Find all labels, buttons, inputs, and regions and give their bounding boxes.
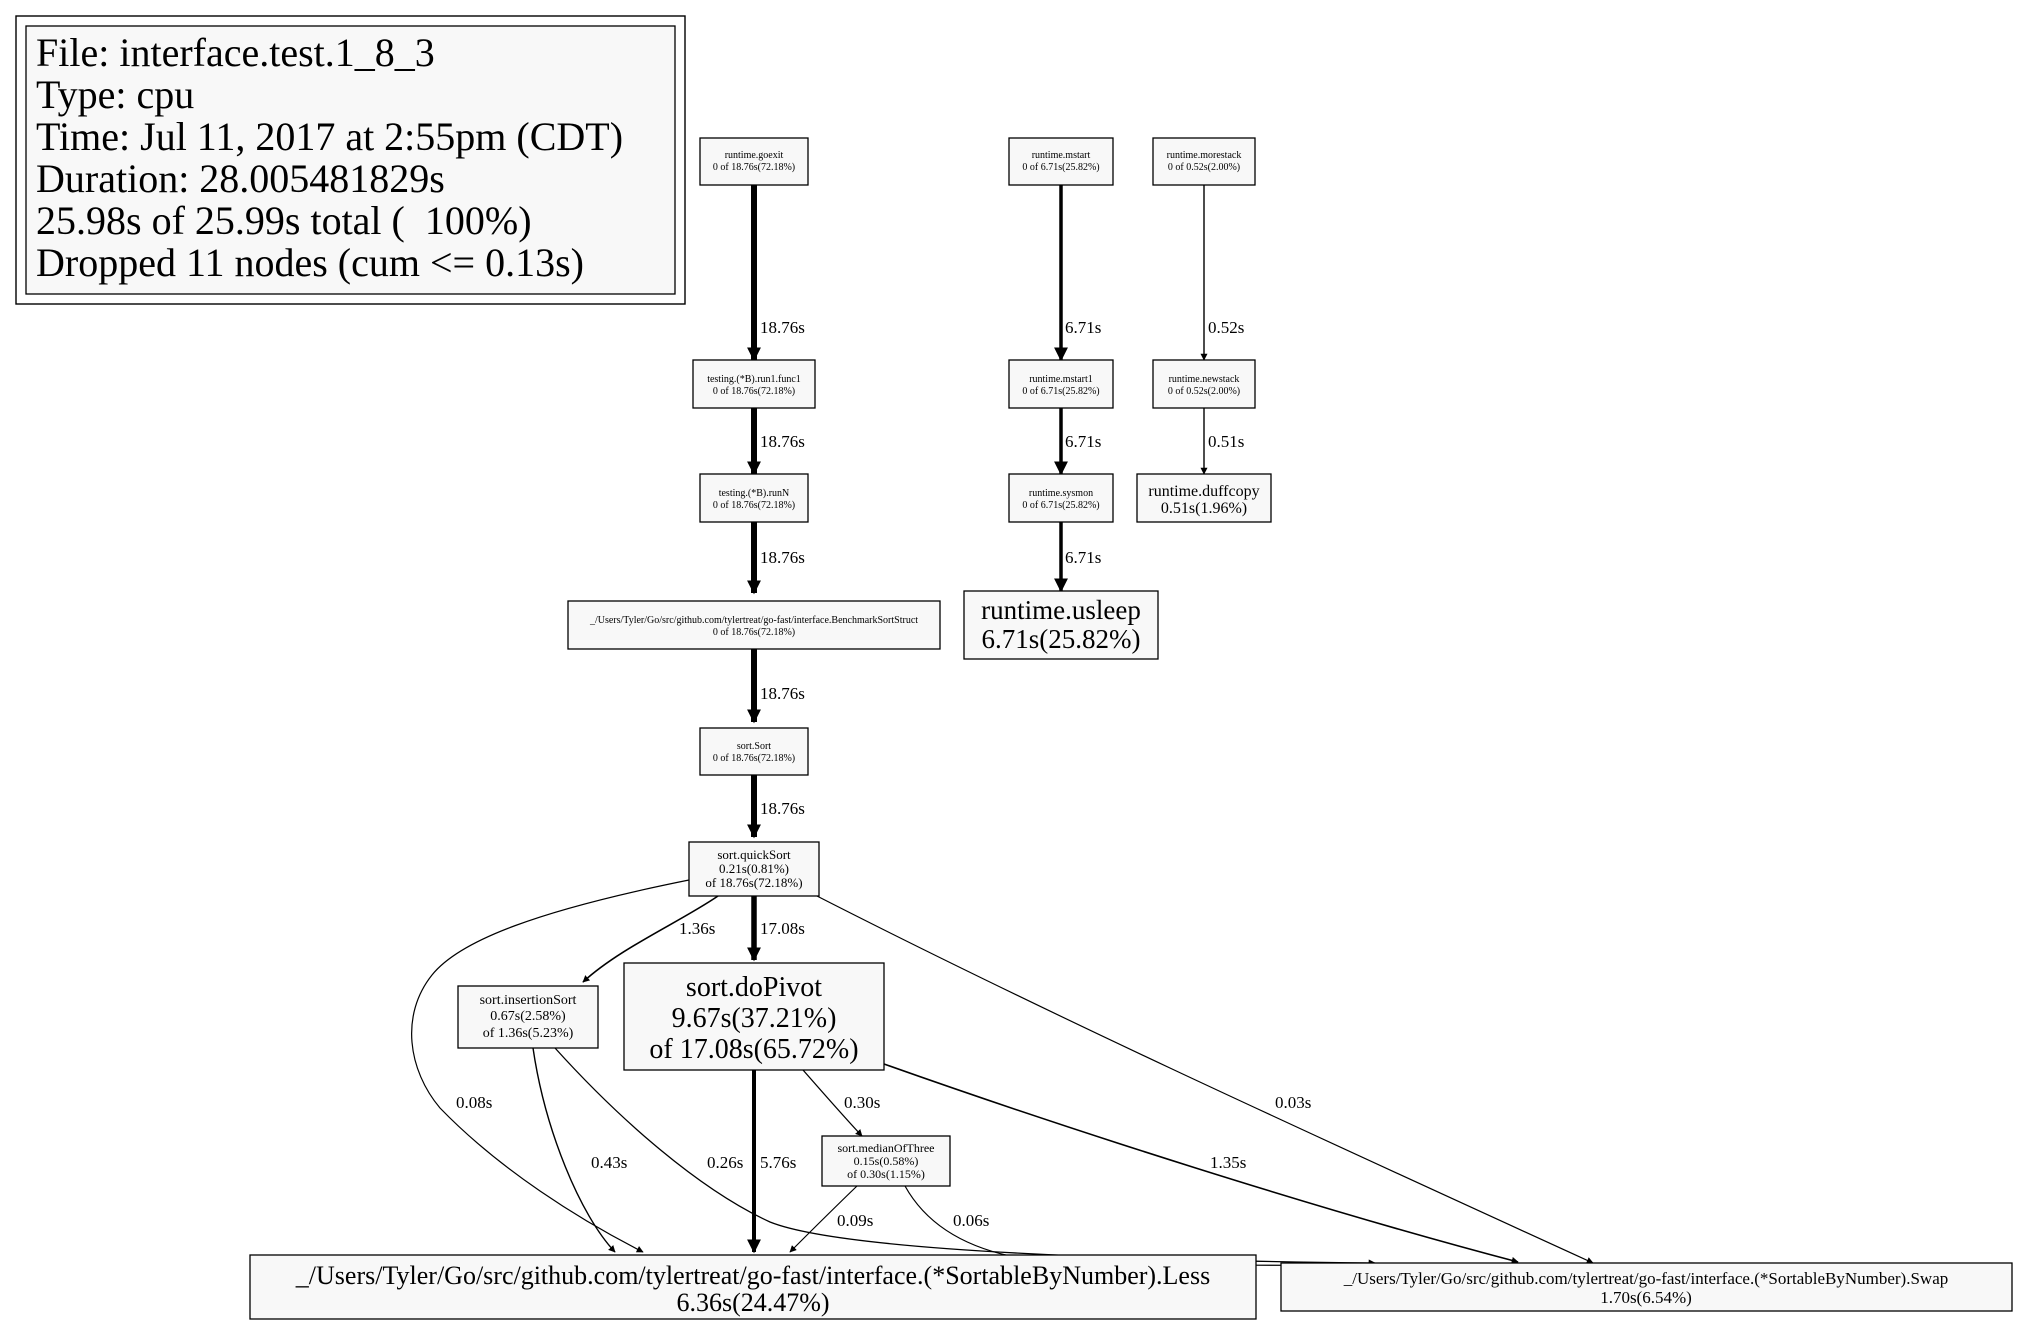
legend-type: Type: cpu — [36, 72, 194, 117]
edge-quickSort-less — [411, 879, 690, 1253]
node-mstart: runtime.mstart 0 of 6.71s(25.82%) — [1008, 137, 1114, 186]
node-duffcopy-stats: 0.51s(1.96%) — [1161, 500, 1247, 517]
node-quickSort: sort.quickSort 0.21s(0.81%) of 18.76s(72… — [688, 841, 820, 897]
node-bench-stats: 0 of 18.76s(72.18%) — [713, 627, 795, 638]
node-runN: testing.(*B).runN 0 of 18.76s(72.18%) — [699, 473, 809, 523]
node-medianOfThree-cum: of 0.30s(1.15%) — [847, 1167, 925, 1181]
node-insertionSort-cum: of 1.36s(5.23%) — [483, 1026, 574, 1041]
legend-dropped: Dropped 11 nodes (cum <= 0.13s) — [36, 240, 584, 285]
node-less: _/Users/Tyler/Go/src/github.com/tylertre… — [249, 1254, 1257, 1320]
node-insertionSort: sort.insertionSort 0.67s(2.58%) of 1.36s… — [457, 985, 599, 1049]
node-swap-name: _/Users/Tyler/Go/src/github.com/tylertre… — [1343, 1269, 1949, 1288]
edge-label-sysmon-usleep: 6.71s — [1065, 548, 1101, 567]
edge-quickSort-swap — [814, 894, 1594, 1264]
edge-label-doPivot-medianOfThree: 0.30s — [844, 1093, 880, 1112]
node-run1func1: testing.(*B).run1.func1 0 of 18.76s(72.1… — [692, 359, 816, 409]
node-usleep: runtime.usleep 6.71s(25.82%) — [963, 590, 1159, 660]
node-usleep-stats: 6.71s(25.82%) — [982, 624, 1141, 654]
edge-label-medianOfThree-swap: 0.06s — [953, 1211, 989, 1230]
legend-file: File: interface.test.1_8_3 — [36, 30, 435, 75]
node-goexit-name: runtime.goexit — [725, 150, 784, 161]
node-doPivot-flat: 9.67s(37.21%) — [672, 1003, 837, 1034]
edge-label-quickSort-insertionSort: 1.36s — [679, 919, 715, 938]
node-swap-stats: 1.70s(6.54%) — [1600, 1288, 1692, 1307]
node-swap: _/Users/Tyler/Go/src/github.com/tylertre… — [1280, 1262, 2013, 1312]
edge-quickSort-insertionSort — [582, 895, 719, 983]
node-goexit-stats: 0 of 18.76s(72.18%) — [713, 162, 795, 173]
legend-box: File: interface.test.1_8_3 Type: cpu Tim… — [15, 15, 686, 305]
node-doPivot-cum: of 17.08s(65.72%) — [649, 1034, 858, 1065]
edge-label-doPivot-less: 5.76s — [760, 1153, 796, 1172]
edge-label-quickSort-swap: 0.03s — [1275, 1093, 1311, 1112]
node-duffcopy-name: runtime.duffcopy — [1148, 483, 1259, 500]
edge-label-runN-bench: 18.76s — [760, 548, 805, 567]
node-mstart1: runtime.mstart1 0 of 6.71s(25.82%) — [1008, 359, 1114, 409]
node-duffcopy: runtime.duffcopy 0.51s(1.96%) — [1136, 473, 1272, 523]
node-quickSort-flat: 0.21s(0.81%) — [719, 861, 789, 876]
edge-label-medianOfThree-less: 0.09s — [837, 1211, 873, 1230]
edge-label-goexit-run1func1: 18.76s — [760, 318, 805, 337]
node-less-stats: 6.36s(24.47%) — [676, 1288, 829, 1317]
edge-label-bench-sort: 18.76s — [760, 684, 805, 703]
edge-doPivot-medianOfThree — [802, 1069, 863, 1137]
edge-label-newstack-duffcopy: 0.51s — [1208, 432, 1244, 451]
node-medianOfThree-name: sort.medianOfThree — [838, 1141, 935, 1155]
node-sysmon: runtime.sysmon 0 of 6.71s(25.82%) — [1008, 473, 1114, 523]
node-sort-name: sort.Sort — [737, 741, 771, 752]
node-run1func1-stats: 0 of 18.76s(72.18%) — [713, 386, 795, 397]
node-sort-stats: 0 of 18.76s(72.18%) — [713, 753, 795, 764]
node-doPivot-name: sort.doPivot — [686, 972, 822, 1003]
node-sysmon-name: runtime.sysmon — [1029, 488, 1093, 499]
node-quickSort-cum: of 18.76s(72.18%) — [705, 875, 802, 890]
node-newstack: runtime.newstack 0 of 0.52s(2.00%) — [1152, 359, 1256, 409]
node-newstack-stats: 0 of 0.52s(2.00%) — [1168, 386, 1240, 397]
node-goexit: runtime.goexit 0 of 18.76s(72.18%) — [699, 137, 809, 186]
edge-insertionSort-swap — [554, 1047, 1376, 1267]
node-sort: sort.Sort 0 of 18.76s(72.18%) — [699, 727, 809, 776]
node-medianOfThree: sort.medianOfThree 0.15s(0.58%) of 0.30s… — [821, 1135, 951, 1187]
edge-label-morestack-newstack: 0.52s — [1208, 318, 1244, 337]
node-bench: _/Users/Tyler/Go/src/github.com/tylertre… — [567, 600, 941, 650]
node-newstack-name: runtime.newstack — [1169, 374, 1240, 385]
edge-label-sort-quickSort: 18.76s — [760, 799, 805, 818]
edge-label-mstart1-sysmon: 6.71s — [1065, 432, 1101, 451]
node-insertionSort-name: sort.insertionSort — [480, 993, 577, 1008]
node-quickSort-name: sort.quickSort — [717, 847, 791, 862]
edge-insertionSort-less — [532, 1047, 616, 1253]
node-bench-name: _/Users/Tyler/Go/src/github.com/tylertre… — [589, 615, 918, 626]
node-less-name: _/Users/Tyler/Go/src/github.com/tylertre… — [295, 1261, 1210, 1290]
node-runN-name: testing.(*B).runN — [719, 488, 790, 499]
legend-total: 25.98s of 25.99s total ( 100%) — [36, 198, 532, 243]
edge-label-insertionSort-less: 0.43s — [591, 1153, 627, 1172]
node-morestack: runtime.morestack 0 of 0.52s(2.00%) — [1152, 137, 1256, 186]
node-morestack-stats: 0 of 0.52s(2.00%) — [1168, 162, 1240, 173]
node-doPivot: sort.doPivot 9.67s(37.21%) of 17.08s(65.… — [623, 962, 885, 1071]
edge-doPivot-swap — [883, 1063, 1519, 1264]
node-sysmon-stats: 0 of 6.71s(25.82%) — [1022, 500, 1099, 511]
edge-label-doPivot-swap: 1.35s — [1210, 1153, 1246, 1172]
node-usleep-name: runtime.usleep — [981, 595, 1141, 625]
edge-label-mstart-mstart1: 6.71s — [1065, 318, 1101, 337]
node-mstart-stats: 0 of 6.71s(25.82%) — [1022, 162, 1099, 173]
edge-label-run1func1-runN: 18.76s — [760, 432, 805, 451]
legend-time: Time: Jul 11, 2017 at 2:55pm (CDT) — [36, 114, 623, 159]
edge-label-insertionSort-swap: 0.26s — [707, 1153, 743, 1172]
node-mstart1-stats: 0 of 6.71s(25.82%) — [1022, 386, 1099, 397]
node-morestack-name: runtime.morestack — [1167, 150, 1242, 161]
edge-label-quickSort-doPivot: 17.08s — [760, 919, 805, 938]
edge-medianOfThree-less — [789, 1185, 858, 1253]
node-medianOfThree-flat: 0.15s(0.58%) — [854, 1154, 919, 1168]
node-mstart-name: runtime.mstart — [1032, 150, 1091, 161]
edge-label-quickSort-less: 0.08s — [456, 1093, 492, 1112]
node-insertionSort-flat: 0.67s(2.58%) — [490, 1009, 566, 1024]
node-mstart1-name: runtime.mstart1 — [1029, 374, 1093, 385]
node-run1func1-name: testing.(*B).run1.func1 — [707, 374, 801, 385]
edges: 18.76s 18.76s 18.76s 18.76s 18.76s 17.08… — [411, 185, 1594, 1269]
node-runN-stats: 0 of 18.76s(72.18%) — [713, 500, 795, 511]
legend-duration: Duration: 28.005481829s — [36, 156, 445, 201]
